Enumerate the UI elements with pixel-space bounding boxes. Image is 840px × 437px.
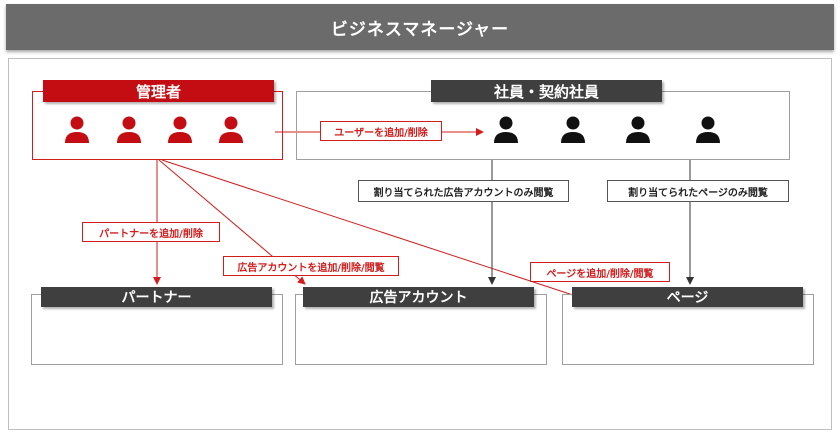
person-icon bbox=[693, 115, 723, 145]
person-icon bbox=[623, 115, 653, 145]
partner-header: パートナー bbox=[41, 287, 272, 307]
person-icon bbox=[216, 115, 246, 145]
diagram-frame bbox=[8, 58, 832, 430]
person-icon bbox=[165, 115, 195, 145]
edge-label-ad-account-add: 広告アカウントを追加/削除/閲覧 bbox=[223, 256, 399, 276]
staff-header: 社員・契約社員 bbox=[431, 80, 662, 102]
person-icon bbox=[114, 115, 144, 145]
edge-label-user-add: ユーザーを追加/削除 bbox=[320, 121, 442, 141]
edge-label-staff-ad-view: 割り当てられた広告アカウントのみ閲覧 bbox=[358, 180, 569, 202]
page-header: ページ bbox=[572, 287, 803, 307]
ad-account-header: 広告アカウント bbox=[303, 287, 534, 307]
admin-header: 管理者 bbox=[43, 80, 274, 102]
edge-label-staff-page-view: 割り当てられたページのみ閲覧 bbox=[607, 180, 789, 202]
person-icon bbox=[62, 115, 92, 145]
edge-label-partner-add: パートナーを追加/削除 bbox=[82, 222, 220, 242]
page-title: ビジネスマネージャー bbox=[6, 4, 834, 50]
person-icon bbox=[558, 115, 588, 145]
person-icon bbox=[491, 115, 521, 145]
edge-label-page-add: ページを追加/削除/閲覧 bbox=[530, 262, 670, 282]
arrow-admin-to-page bbox=[161, 159, 583, 300]
